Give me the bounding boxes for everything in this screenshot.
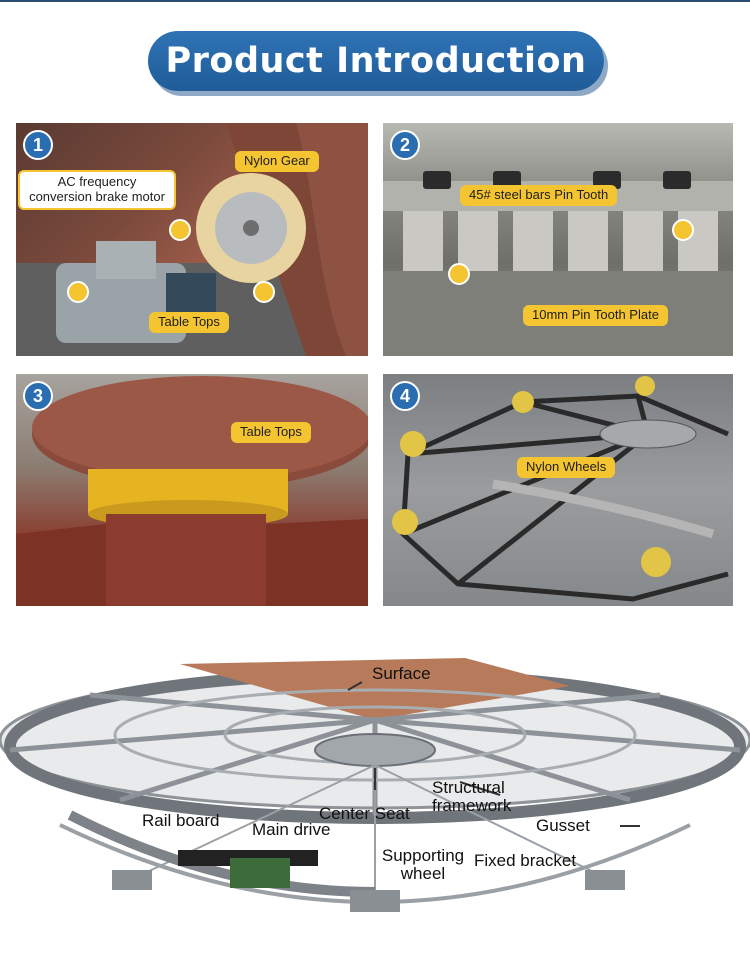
- photo-panel-3: 3 Table Tops: [16, 374, 368, 606]
- title-banner: Product Introduction: [148, 31, 604, 91]
- marker-dot: [253, 281, 275, 303]
- label-fixed-bracket: Fixed bracket: [474, 851, 577, 870]
- panel-number-badge: 3: [23, 381, 53, 411]
- photo-panel-2: 2 45# steel bars Pin Tooth 10mm Pin Toot…: [383, 123, 733, 356]
- photo-panel-1: 1 Nylon Gear AC frequency conversion bra…: [16, 123, 368, 356]
- marker-dot: [448, 263, 470, 285]
- label-surface: Surface: [372, 664, 431, 683]
- panel-number-badge: 2: [390, 130, 420, 160]
- marker-dot: [67, 281, 89, 303]
- table-top-illustration: [16, 376, 368, 606]
- structure-diagram: Surface Structural framework Gusset Cent…: [0, 640, 750, 957]
- turntable-framework-illustration: [0, 658, 750, 912]
- label-table-tops: Table Tops: [231, 422, 311, 443]
- photo-panel-4: 4 Nylon Wheels: [383, 374, 733, 606]
- label-table-tops: Table Tops: [149, 312, 229, 333]
- label-pin-tooth: 45# steel bars Pin Tooth: [460, 185, 618, 206]
- label-center-seat: Center Seat: [319, 804, 410, 823]
- marker-dot: [169, 219, 191, 241]
- label-pin-tooth-plate: 10mm Pin Tooth Plate: [523, 305, 668, 326]
- label-rail-board: Rail board: [142, 811, 220, 830]
- nylon-wheels-illustration: [392, 376, 729, 602]
- label-structural-framework: Structural framework: [432, 778, 512, 815]
- label-main-drive: Main drive: [252, 820, 331, 839]
- marker-dot: [672, 219, 694, 241]
- label-nylon-gear: Nylon Gear: [235, 151, 319, 172]
- top-rule: [0, 0, 750, 2]
- panel-number-badge: 4: [390, 381, 420, 411]
- label-supporting-wheel: Supporting wheel: [381, 846, 465, 883]
- gear-motor-illustration: [16, 123, 368, 356]
- label-brake-motor: AC frequency conversion brake motor: [18, 170, 176, 210]
- page-title: Product Introduction: [165, 41, 587, 81]
- label-nylon-wheels: Nylon Wheels: [517, 457, 616, 478]
- panel-number-badge: 1: [23, 130, 53, 160]
- label-gusset: Gusset: [536, 816, 590, 835]
